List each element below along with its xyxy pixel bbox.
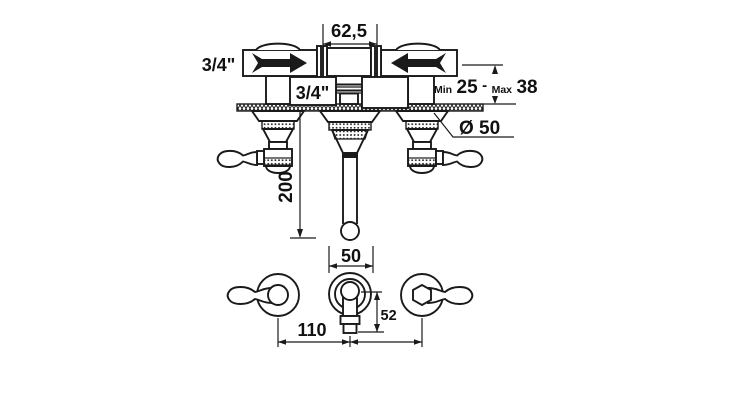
thread-center-label: 3/4" — [296, 83, 330, 103]
escutcheon-diameter-text: Ø 50 — [459, 118, 500, 139]
front-left-lever — [226, 286, 273, 305]
front-spout — [328, 272, 372, 334]
dim-wall-depth-text: Min 25 - Max 38 — [434, 77, 538, 98]
flow-arrow-right-icon — [252, 53, 307, 73]
dimension-wall-depth: Min 25 - Max 38 — [434, 64, 538, 104]
right-valve-trim — [394, 110, 484, 174]
connection-blocks — [289, 76, 409, 109]
right-valve-body — [380, 42, 458, 105]
front-right-hub-hex — [412, 283, 432, 307]
dim-tee-width-text: 62,5 — [331, 20, 367, 41]
thread-left-label: 3/4" — [202, 55, 236, 75]
center-tee — [316, 45, 382, 79]
dimension-spout-projection: 52 — [358, 291, 397, 333]
dimension-spout-drop: 200 — [276, 111, 316, 239]
side-view — [216, 42, 516, 241]
front-right-lever — [427, 286, 474, 305]
dim-spout-drop-text: 200 — [276, 171, 297, 203]
spout — [318, 110, 382, 241]
dimension-escutcheon-diameter: Ø 50 — [433, 112, 514, 139]
front-right-valve — [400, 273, 474, 317]
flow-arrow-left-icon — [391, 53, 446, 73]
dimension-valve-spacing: 110 — [277, 318, 423, 347]
bottom-dimensions: 50 52 110 — [277, 246, 423, 347]
right-lever-handle — [442, 149, 484, 168]
top-dimensions: 62,5 3/4" 3/4" Min 25 - Max 38 Ø 50 — [202, 20, 538, 239]
left-valve-body — [242, 42, 318, 105]
dimension-tee-width: 62,5 — [322, 20, 378, 47]
left-lever-handle — [216, 149, 258, 168]
left-valve-trim — [216, 110, 306, 174]
front-left-valve — [226, 273, 300, 317]
dim-valve-spacing-text: 110 — [297, 320, 326, 340]
dim-spout-projection-text: 52 — [381, 308, 397, 324]
dimension-rosette-width: 50 — [328, 246, 374, 273]
dim-rosette-width-text: 50 — [341, 246, 361, 266]
front-view — [226, 272, 474, 334]
